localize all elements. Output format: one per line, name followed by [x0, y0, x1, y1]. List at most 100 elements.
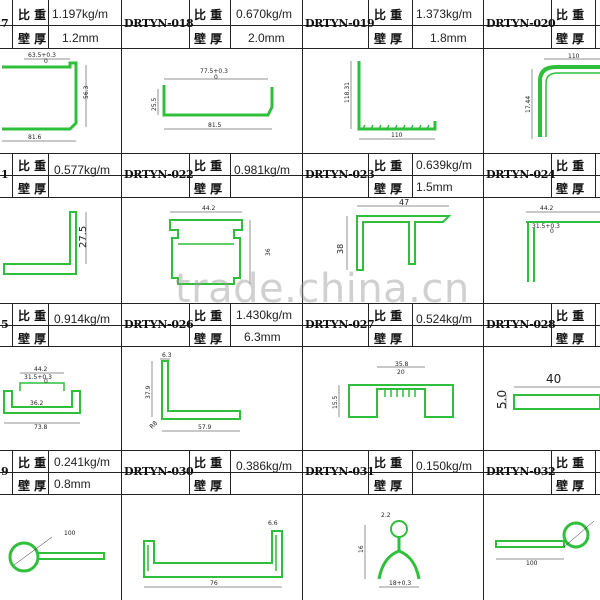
grid-line	[368, 153, 369, 197]
product-code: DRTYN-022	[124, 168, 194, 181]
dimension-label: 25.5	[151, 97, 158, 111]
wall-label: 壁 厚	[556, 332, 585, 346]
profile-drawing: 2.2 16 18+0.3	[358, 512, 421, 588]
grid-line	[189, 450, 190, 494]
dimension-label: 44.2	[202, 205, 216, 212]
dimension-label: 17.44	[525, 96, 532, 113]
grid-line	[551, 0, 552, 48]
profile-drawing: 6.6 76	[143, 520, 283, 588]
density-value: 1.197kg/m	[52, 7, 109, 21]
wall-label: 壁 厚	[194, 182, 223, 196]
density-label: 比 重	[18, 456, 47, 470]
product-code: DRTYN-020	[486, 17, 556, 30]
dimension-label: 77.5+0.3	[200, 68, 228, 75]
grid-line	[0, 25, 600, 26]
density-label: 比 重	[374, 309, 403, 323]
density-value: 1.373kg/m	[416, 7, 473, 21]
density-label: 比 重	[374, 159, 403, 173]
grid-line	[302, 0, 303, 600]
grid-line	[483, 0, 484, 600]
wall-label: 壁 厚	[194, 479, 223, 493]
grid-line	[595, 153, 596, 197]
grid-line	[0, 153, 600, 154]
density-label: 比 重	[556, 309, 585, 323]
profile-drawing: 100	[8, 530, 105, 573]
wall-label: 壁 厚	[194, 32, 223, 46]
density-value: 0.386kg/m	[236, 459, 293, 473]
dimension-label: 0	[44, 378, 48, 385]
product-code: DRTYN-027	[305, 318, 375, 331]
wall-label: 壁 厚	[556, 479, 585, 493]
product-code: DRTYN-023	[305, 168, 375, 181]
dimension-label: 0	[214, 74, 218, 81]
product-code: DRTYN-024	[486, 168, 556, 181]
dimension-label: 2.2	[381, 512, 391, 519]
dimension-label: 27.5	[78, 226, 89, 248]
profile-drawing: 47 38	[336, 198, 452, 271]
density-label: 比 重	[194, 456, 223, 470]
product-code: DRTYN-028	[486, 318, 556, 331]
grid-line	[412, 450, 413, 494]
product-code: DRTYN-019	[305, 17, 375, 30]
dimension-label: 100	[64, 530, 76, 537]
product-code: 9	[1, 465, 9, 478]
grid-line	[0, 197, 600, 198]
profile-drawing: 40 5.0	[495, 372, 600, 410]
dimension-label: 56.3	[83, 85, 90, 99]
grid-line	[595, 450, 596, 494]
density-value: 0.577kg/m	[54, 163, 111, 177]
grid-line	[12, 450, 13, 494]
grid-line	[595, 303, 596, 346]
dimension-label: 16	[358, 545, 365, 553]
grid-line	[551, 303, 552, 346]
wall-value: 2.0mm	[248, 31, 285, 45]
dimension-label: 36	[265, 248, 272, 256]
product-code: DRTYN-026	[124, 318, 194, 331]
wall-label: 壁 厚	[374, 32, 403, 46]
grid-line	[230, 0, 231, 48]
grid-line	[368, 303, 369, 346]
dimension-label: 73.8	[34, 424, 48, 431]
wall-value: 1.8mm	[430, 31, 467, 45]
dimension-label: 5.0	[495, 390, 509, 409]
wall-label: 壁 厚	[18, 32, 47, 46]
grid-line	[230, 450, 231, 494]
dimension-label: 118.31	[344, 82, 351, 103]
density-label: 比 重	[374, 8, 403, 22]
profile-drawing: 44.2 31.5+0.3 0	[526, 205, 600, 282]
wall-label: 壁 厚	[18, 479, 47, 493]
density-label: 比 重	[556, 159, 585, 173]
grid-line	[230, 303, 231, 346]
grid-line	[0, 450, 600, 451]
product-code: DRTYN-030	[124, 465, 194, 478]
wall-label: 壁 厚	[374, 332, 403, 346]
density-value: 1.430kg/m	[236, 308, 293, 322]
grid-line	[189, 0, 190, 48]
dimension-label: 63.5+0.3	[28, 52, 56, 59]
grid-line	[595, 0, 596, 48]
grid-line	[121, 0, 122, 600]
product-code: DRTYN-031	[305, 465, 375, 478]
profile-drawing: 110 17.44	[525, 53, 600, 139]
wall-label: 壁 厚	[556, 182, 585, 196]
watermark: trade.china.cn	[175, 266, 470, 312]
dimension-label: 0	[550, 228, 554, 235]
dimension-label: 40	[546, 372, 561, 386]
dimension-label: 57.9	[198, 424, 212, 431]
dimension-label: 44.2	[540, 205, 554, 212]
product-code: 7	[1, 17, 9, 30]
density-label: 比 重	[556, 8, 585, 22]
density-label: 比 重	[18, 309, 47, 323]
wall-value: 1.2mm	[62, 31, 99, 45]
grid-line	[0, 48, 600, 49]
grid-line	[368, 0, 369, 48]
grid-line	[189, 303, 190, 346]
dimension-label: 18+0.3	[389, 580, 411, 587]
grid-line	[12, 303, 13, 346]
density-value: 0.914kg/m	[54, 312, 111, 326]
density-label: 比 重	[194, 309, 223, 323]
grid-line	[412, 0, 413, 48]
grid-line	[189, 153, 190, 197]
profile-drawing: 100	[495, 520, 595, 567]
